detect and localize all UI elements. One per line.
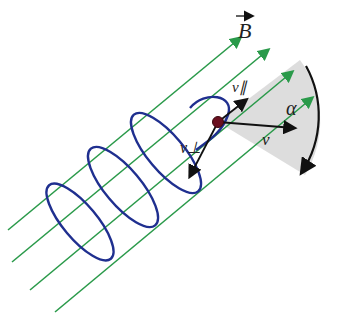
angle-label: α [286, 98, 297, 118]
velocity-vectors [190, 100, 294, 176]
helix [36, 97, 229, 270]
perpendicular-velocity-label: v⊥ [180, 140, 201, 156]
field-label: B [238, 20, 251, 42]
angle-arc [302, 66, 319, 172]
parallel-velocity-label: v∥ [232, 80, 247, 95]
vector-overline [236, 15, 252, 16]
field-lines [8, 38, 312, 312]
velocity-label: v [262, 131, 270, 148]
angle-sector [218, 60, 320, 175]
charged-particle [213, 117, 224, 128]
